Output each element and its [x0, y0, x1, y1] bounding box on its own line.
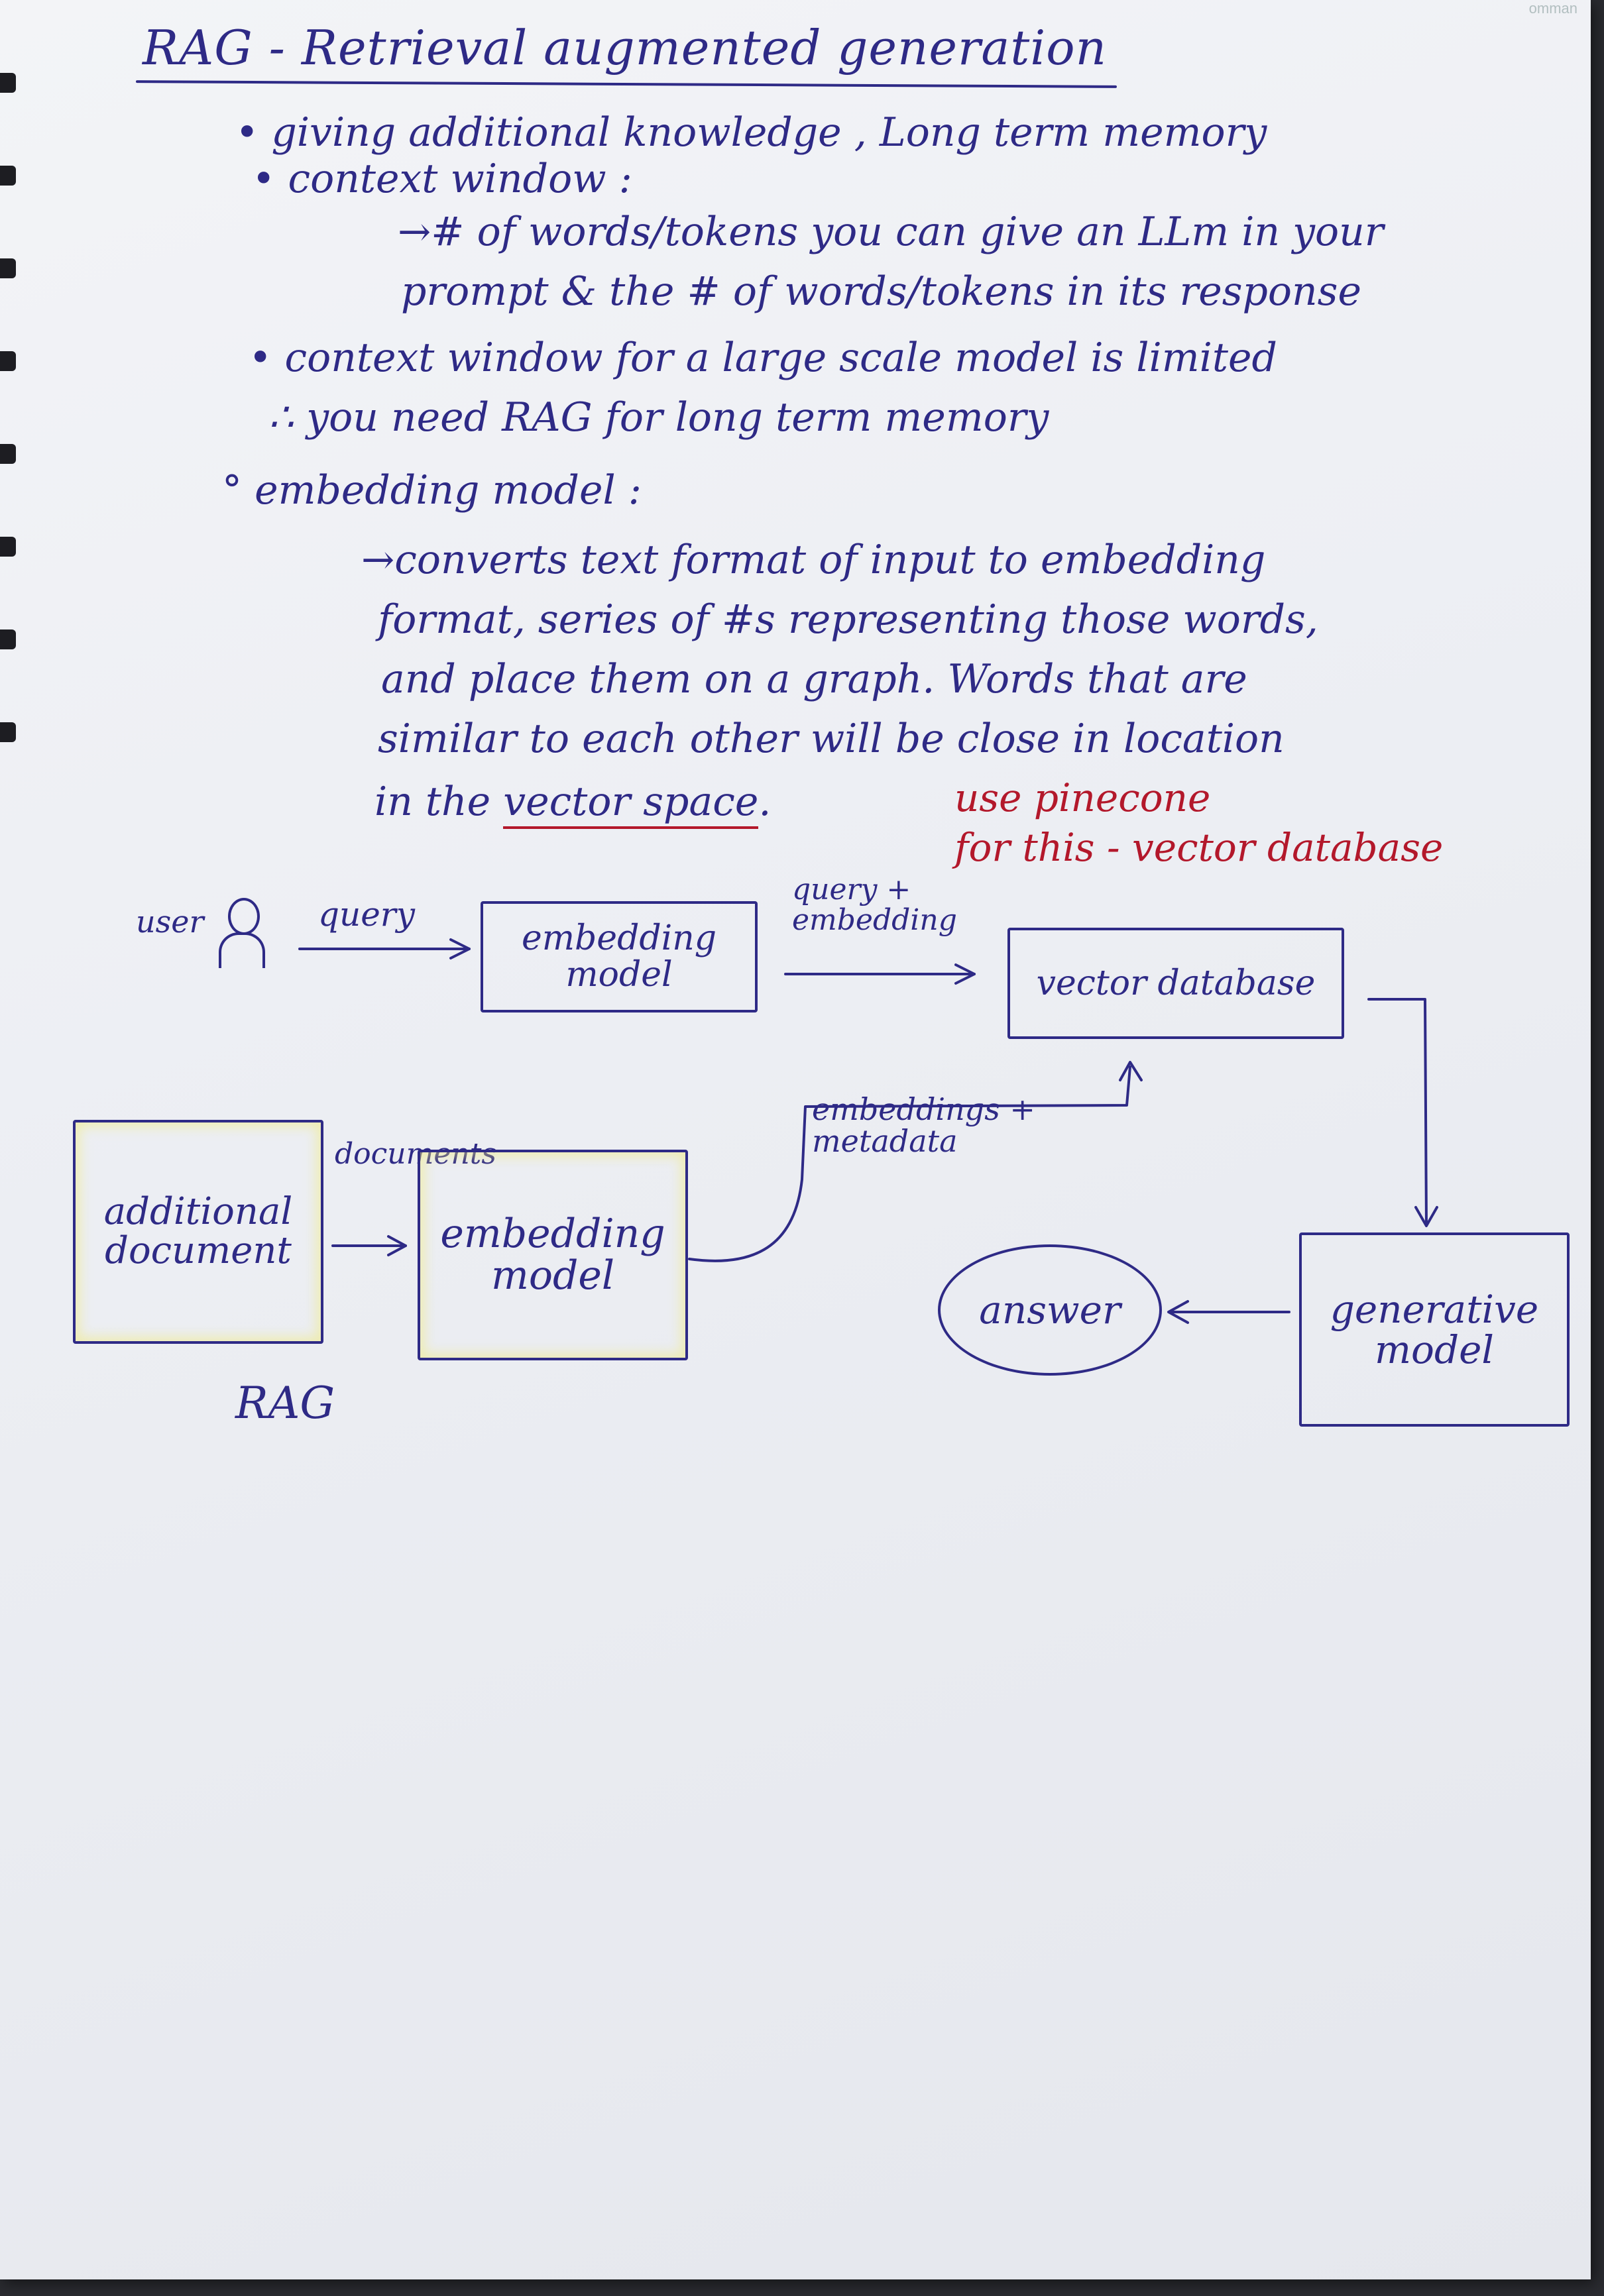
page-title: RAG - Retrieval augmented generation	[143, 20, 1108, 76]
note-sub-2-line-2: prompt & the # of words/tokens in its re…	[401, 268, 1361, 315]
embeddings-metadata-label: embeddings + metadata	[812, 1091, 1035, 1160]
vector-database-box: vector database	[1007, 928, 1344, 1039]
corner-text: omman	[1528, 0, 1577, 17]
note-sub-4-line-1: →converts text format of input to embedd…	[361, 537, 1266, 583]
red-note-line-1: use pinecone	[954, 775, 1211, 820]
note-text: in the	[374, 779, 504, 825]
red-note-line-2: for this - vector database	[954, 825, 1444, 870]
documents-label: documents	[335, 1137, 496, 1171]
embeddings-arrow	[688, 1066, 1131, 1262]
note-bullet-2: • context window :	[252, 156, 632, 202]
note-sub-4-line-4: similar to each other will be close in l…	[378, 716, 1285, 762]
note-sub-4-line-5: in the vector space.	[374, 779, 772, 829]
db-to-generative-arrow	[1367, 998, 1428, 1226]
note-sub-2-line-1: →# of words/tokens you can give an LLm i…	[398, 209, 1384, 255]
note-sub-3: ∴ you need RAG for long term memory	[268, 394, 1049, 441]
note-bullet-3: • context window for a large scale model…	[249, 335, 1277, 381]
diagram-caption: RAG	[235, 1378, 335, 1429]
query-embedding-label: query + embedding	[792, 873, 957, 938]
spiral-binding	[0, 40, 21, 755]
answer-ellipse: answer	[938, 1244, 1162, 1376]
note-text: .	[758, 779, 772, 825]
additional-document-box: additional document	[73, 1120, 323, 1344]
note-sub-4-line-2: format, series of #s representing those …	[378, 596, 1318, 643]
note-bullet-4: ° embedding model :	[222, 467, 642, 514]
user-label: user	[136, 904, 204, 940]
user-icon	[219, 898, 265, 971]
generative-model-box: generative model	[1299, 1232, 1570, 1427]
query-label: query	[318, 895, 415, 934]
note-sub-4-line-3: and place them on a graph. Words that ar…	[381, 656, 1247, 702]
embedding-model-top-box: embedding model	[481, 901, 758, 1012]
vector-space-term: vector space	[503, 779, 759, 829]
note-bullet-1: • giving additional knowledge , Long ter…	[235, 109, 1267, 156]
embedding-model-bottom-box: embedding model	[418, 1150, 688, 1360]
